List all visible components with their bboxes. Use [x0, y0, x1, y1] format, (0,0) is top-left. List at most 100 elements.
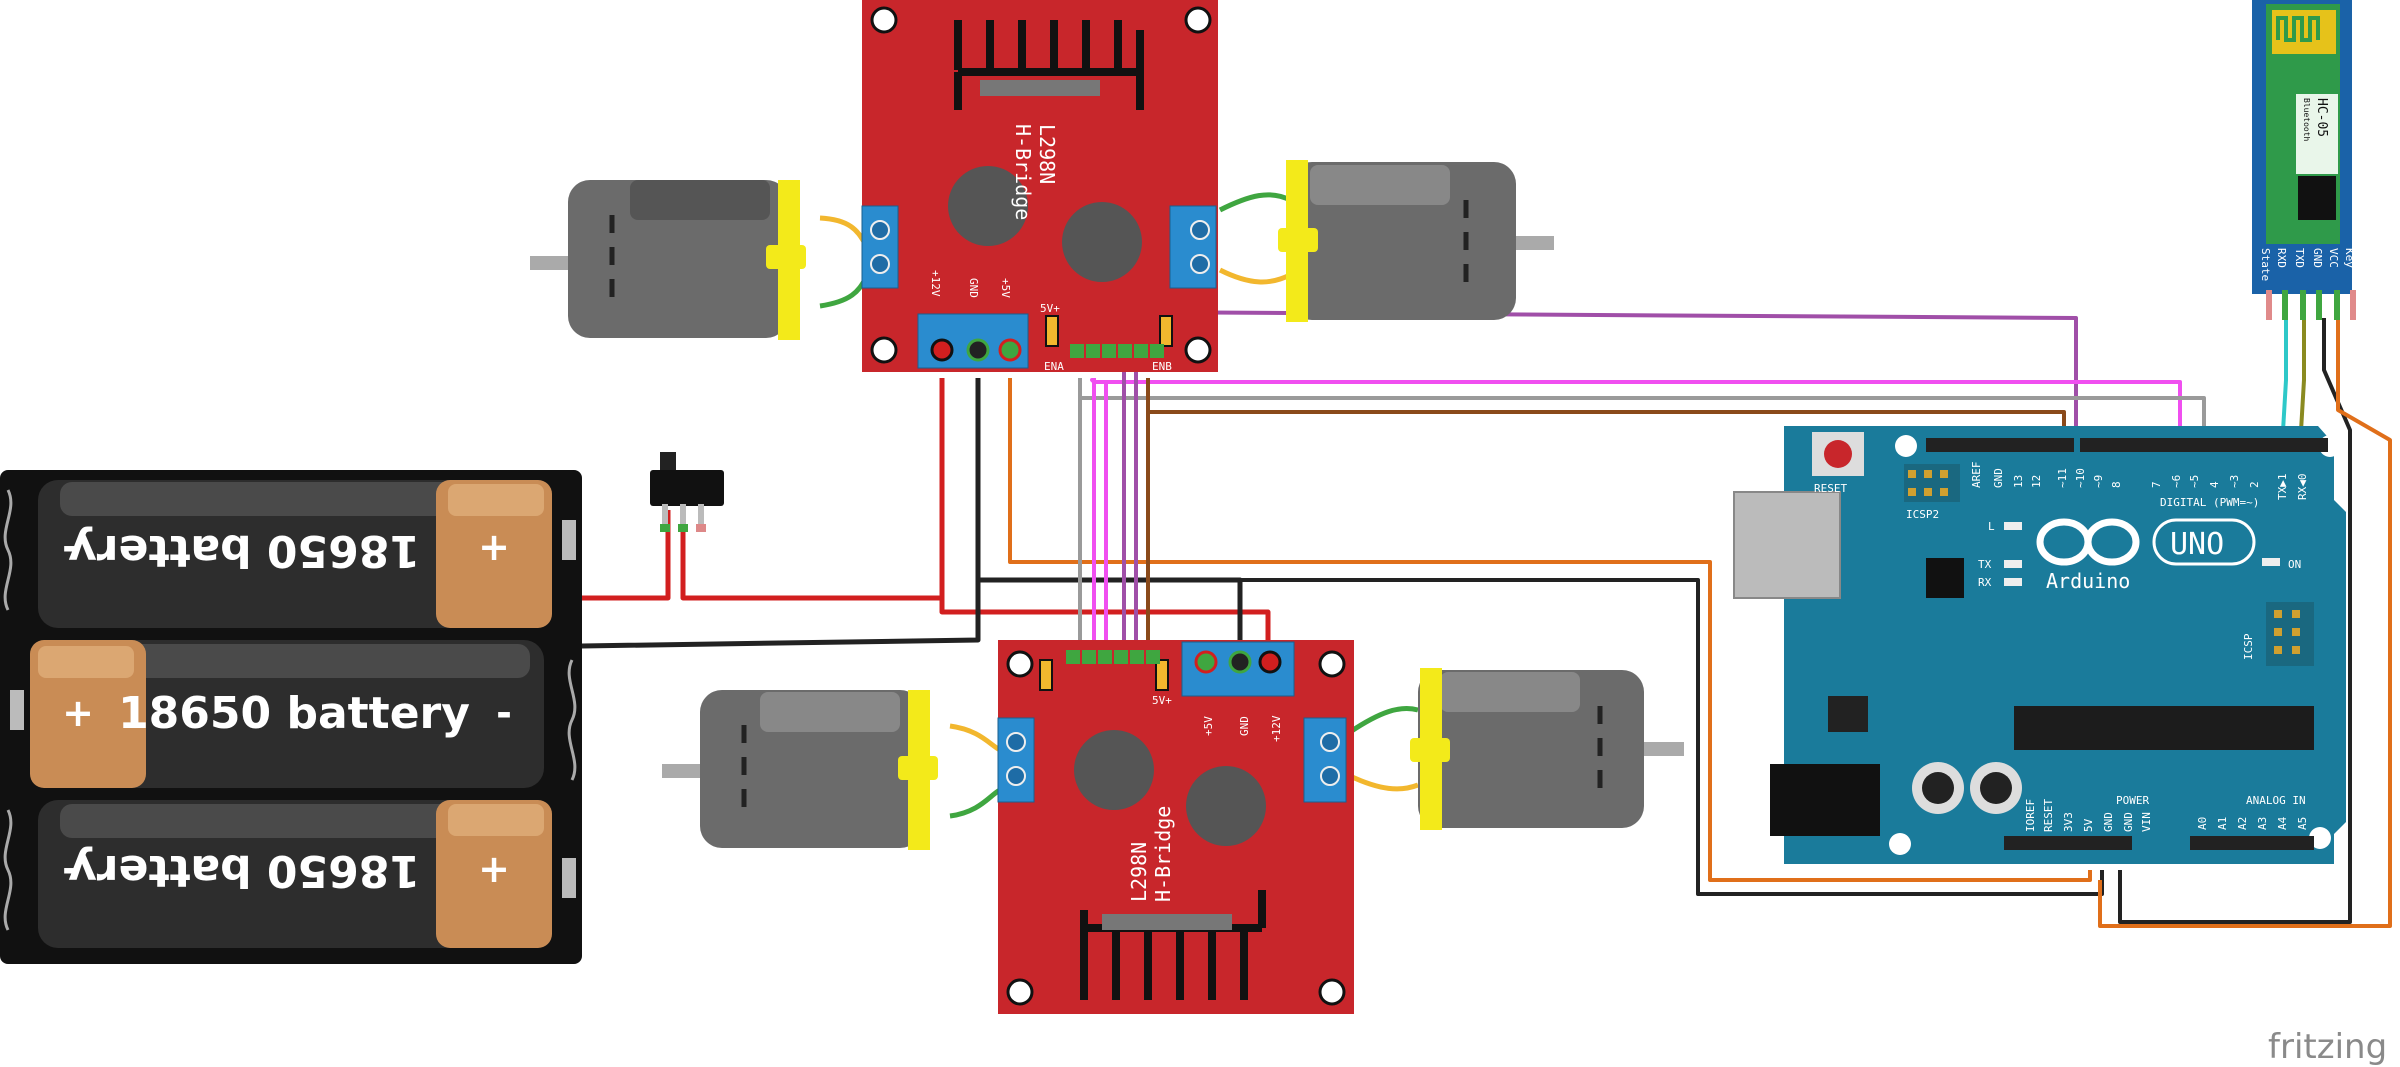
dc-jack: [1770, 764, 1880, 836]
power-label-12v: +12V: [929, 270, 942, 297]
arduino-logo-text: Arduino: [2046, 569, 2130, 593]
hbridge-name-line1: L298N: [1127, 842, 1151, 902]
spring: [3, 489, 13, 611]
jumper: [1039, 659, 1053, 691]
capacitor: [1062, 202, 1142, 282]
svg-text:13: 13: [2012, 475, 2025, 488]
motor-top-right: [1278, 160, 1554, 322]
motor-terminal-a: [861, 205, 899, 289]
svg-text:VCC: VCC: [2327, 248, 2340, 268]
digital-label: DIGITAL (PWM=~): [2160, 496, 2259, 509]
spring: [3, 809, 13, 931]
power-label: POWER: [2116, 794, 2149, 807]
usb-port: [1733, 491, 1841, 599]
svg-text:4: 4: [2208, 481, 2221, 488]
hbridge-board: [862, 0, 1218, 372]
regulator: [1828, 696, 1868, 732]
arduino-uno: RESET ICSP2 AREF GND 13 12 ~11 ~10 ~9 8 …: [1733, 426, 2346, 864]
battery-cell-2: 18650 battery + -: [30, 640, 544, 788]
analog-header: [2190, 836, 2314, 850]
icsp2-header: [1904, 464, 1960, 502]
svg-text:A3: A3: [2256, 817, 2269, 830]
wire-motor2-green: [1218, 192, 1292, 213]
slide-switch: [650, 452, 724, 532]
svg-text:RX◀0: RX◀0: [2296, 474, 2309, 501]
led-rx-label: RX: [1978, 576, 1992, 589]
capacitor: [1186, 766, 1266, 846]
battery-plus: +: [478, 525, 510, 569]
svg-text:GND: GND: [1992, 468, 2005, 488]
power-label-12v: +12V: [1270, 715, 1283, 742]
hbridge-name-line2: H-Bridge: [1011, 124, 1035, 220]
chip: [1926, 558, 1964, 598]
led-tx-label: TX: [1978, 558, 1992, 571]
terminal: [562, 520, 576, 560]
hbridge-name-line1: L298N: [1035, 124, 1059, 184]
motor-bottom-right: [1410, 668, 1684, 830]
motor-terminal-b: [1169, 205, 1217, 289]
icsp2-label: ICSP2: [1906, 508, 1939, 521]
svg-text:12: 12: [2030, 475, 2043, 488]
digital-header-a: [1926, 438, 2074, 452]
svg-text:~10: ~10: [2074, 468, 2087, 488]
battery-cell-1: 18650 battery + -: [38, 480, 552, 628]
bt-model: HC-05: [2314, 98, 2329, 137]
spring: [567, 659, 577, 781]
wire-orange-5v: [1008, 378, 2092, 882]
power-label-5v: +5V: [1202, 716, 1215, 736]
svg-text:8: 8: [2110, 481, 2123, 488]
svg-text:A5: A5: [2296, 817, 2309, 830]
battery-minus: -: [62, 525, 78, 569]
led-l-label: L: [1988, 520, 1995, 533]
motor-terminal-b: [1303, 717, 1347, 803]
svg-text:A0: A0: [2196, 817, 2209, 830]
bt-pin-labels: State RXD TXD GND VCC Key: [2259, 248, 2356, 281]
svg-text:5V: 5V: [2082, 818, 2095, 832]
fritzing-watermark: fritzing: [2268, 1027, 2387, 1067]
wire-teal-bt-rx: [2280, 318, 2288, 449]
svg-text:~9: ~9: [2092, 475, 2105, 488]
capacitor: [948, 166, 1028, 246]
battery-label: 18650 battery: [68, 845, 420, 896]
svg-text:A4: A4: [2276, 816, 2289, 830]
arduino-logo: [2036, 518, 2140, 566]
svg-text:RESET: RESET: [2042, 799, 2055, 832]
chip: [980, 80, 1100, 96]
svg-text:TX▶1: TX▶1: [2276, 474, 2289, 501]
motor-top-left: [530, 180, 806, 340]
atmega-chip: [2014, 706, 2314, 750]
power-label-5v: +5V: [999, 278, 1012, 298]
wire-black-bt-gnd: [2118, 318, 2352, 924]
arduino-board: [1784, 426, 2346, 864]
jumper: [1155, 659, 1169, 691]
battery-minus: -: [62, 847, 78, 891]
hbridge-name-line2: H-Bridge: [1151, 806, 1175, 902]
icsp-label: ICSP: [2242, 633, 2255, 660]
power-label-gnd: GND: [967, 278, 980, 298]
svg-text:3V3: 3V3: [2062, 812, 2075, 832]
svg-text:A1: A1: [2216, 817, 2229, 830]
svg-text:TXD: TXD: [2293, 248, 2306, 268]
led-on-label: ON: [2288, 558, 2301, 571]
terminal: [10, 690, 24, 730]
svg-text:RXD: RXD: [2275, 248, 2288, 268]
logic-label-enb: ENB: [1152, 360, 1172, 373]
battery-minus: -: [496, 691, 512, 735]
motor-terminal-a: [997, 717, 1035, 803]
jumper: [1045, 315, 1059, 347]
terminal: [562, 858, 576, 898]
svg-text:A2: A2: [2236, 817, 2249, 830]
svg-text:State: State: [2259, 248, 2272, 281]
battery-label: 18650 battery: [68, 525, 420, 576]
battery-pack: 18650 battery + - 18650 battery + - 1865…: [0, 470, 582, 964]
digital-header-b: [2080, 438, 2328, 452]
svg-text:~11: ~11: [2056, 468, 2069, 488]
wire-orange-bt-vcc: [2098, 318, 2392, 928]
svg-text:~6: ~6: [2170, 475, 2183, 488]
bt-pins: [2266, 290, 2356, 320]
svg-text:AREF: AREF: [1970, 462, 1983, 489]
wire-motor4-green: [1348, 705, 1419, 735]
hbridge-bottom: L298N H-Bridge +5V GND +12V 5V+: [997, 640, 1354, 1014]
bt-label-sticker: [2296, 94, 2338, 174]
